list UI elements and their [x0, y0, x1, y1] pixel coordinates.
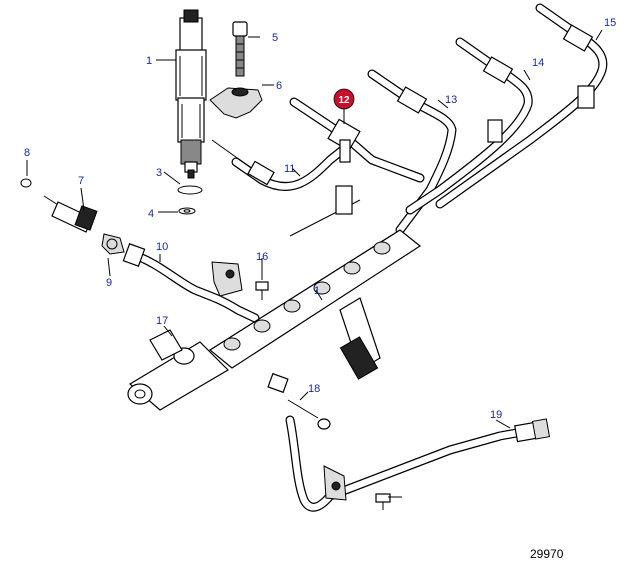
part-number-label[interactable]: 16 [256, 251, 268, 263]
reference-number: 29970 [530, 547, 564, 561]
part-number-label[interactable]: 14 [532, 57, 544, 69]
part-number-label[interactable]: 9 [106, 277, 112, 289]
part-number-label[interactable]: 15 [604, 17, 616, 29]
part-number-label[interactable]: 19 [490, 409, 502, 421]
part-number-label[interactable]: 7 [78, 175, 84, 187]
part-number-label[interactable]: 17 [156, 315, 168, 327]
part-number-label[interactable]: 5 [272, 32, 278, 44]
fuel-manifold-drawing [127, 329, 229, 411]
highlighted-part-number: 12 [338, 95, 350, 106]
injector-drawing [175, 9, 207, 215]
part-labels: 1 3 4 5 6 7 8 9 10 11 12 13 14 15 16 1 1… [24, 17, 616, 421]
part-number-label[interactable]: 1 [314, 285, 320, 297]
part-number-label[interactable]: 13 [445, 94, 457, 106]
sensor-drawing [20, 178, 125, 255]
delivery-pipes-drawing [211, 3, 608, 237]
fuel-rail-drawing [208, 229, 422, 380]
clamp-drawing [209, 87, 263, 119]
part-number-label[interactable]: 10 [156, 241, 168, 253]
part-number-label[interactable]: 8 [24, 147, 30, 159]
part-number-label[interactable]: 18 [308, 383, 320, 395]
part-number-label[interactable]: 6 [276, 80, 282, 92]
fuel-pipe-18-drawing [285, 415, 551, 512]
highlighted-part-marker[interactable]: 12 [333, 88, 355, 110]
part-number-label[interactable]: 3 [156, 167, 162, 179]
banjo-bolt-drawing [267, 372, 331, 430]
part-number-label[interactable]: 11 [284, 163, 295, 175]
pipe-9-drawing [122, 243, 269, 323]
part-number-label[interactable]: 1 [146, 55, 152, 67]
part-number-label[interactable]: 4 [148, 208, 154, 220]
bolt-drawing [232, 21, 248, 77]
